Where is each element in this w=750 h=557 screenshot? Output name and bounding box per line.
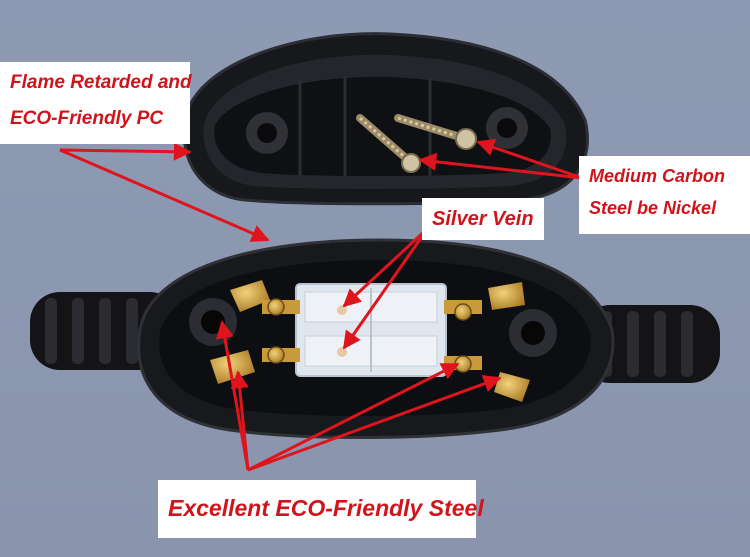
arrow-flame-to-top-cover bbox=[59, 142, 192, 161]
arrow-steel-1 bbox=[215, 320, 250, 471]
arrow-carbon-to-screw-1 bbox=[418, 152, 583, 180]
arrow-silver-to-contact-2 bbox=[342, 227, 430, 350]
screw-2 bbox=[394, 114, 477, 150]
label-flame-retarded: Flame Retarded and ECO-Friendly PC bbox=[0, 62, 192, 144]
label-carbon-line-2: Steel be Nickel bbox=[589, 198, 717, 219]
screw-1 bbox=[356, 114, 421, 173]
arrow-steel-4 bbox=[247, 375, 502, 472]
silver-contact-2 bbox=[337, 347, 347, 357]
label-silver-text: Silver Vein bbox=[432, 208, 534, 230]
screws bbox=[356, 114, 477, 173]
label-steel-text: Excellent ECO-Friendly Steel bbox=[168, 495, 484, 521]
label-eco-friendly-steel: Excellent ECO-Friendly Steel bbox=[158, 480, 484, 538]
label-silver-vein: Silver Vein bbox=[422, 198, 544, 240]
arrow-silver-to-contact-1 bbox=[342, 226, 430, 308]
annotation-arrows bbox=[59, 138, 583, 472]
arrow-steel-2 bbox=[230, 370, 250, 471]
arrow-flame-to-base bbox=[59, 148, 270, 242]
label-flame-line-2: ECO-Friendly PC bbox=[10, 107, 164, 129]
label-flame-line-1: Flame Retarded and bbox=[10, 72, 192, 93]
label-carbon-line-1: Medium Carbon bbox=[589, 166, 726, 186]
label-medium-carbon-steel: Medium Carbon Steel be Nickel bbox=[579, 156, 750, 234]
fuse-holder bbox=[295, 283, 447, 377]
arrow-steel-3 bbox=[247, 362, 460, 472]
silver-contact-1 bbox=[337, 305, 347, 315]
arrow-carbon-to-screw-2 bbox=[476, 138, 583, 180]
